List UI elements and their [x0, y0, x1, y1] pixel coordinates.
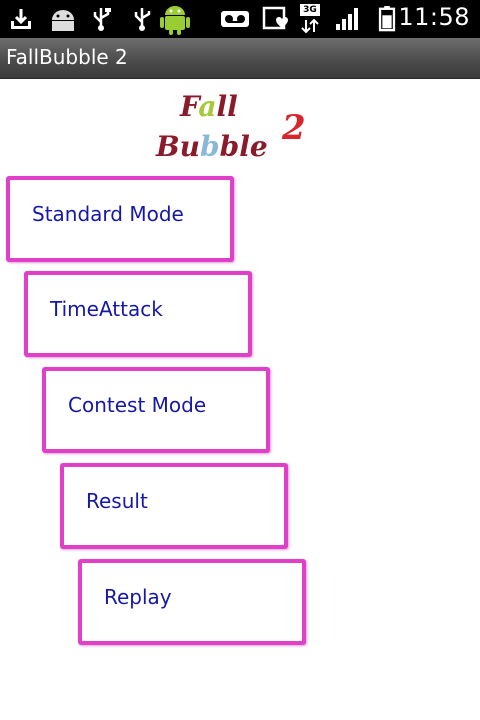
time-attack-button[interactable]: TimeAttack	[24, 271, 252, 357]
replay-button[interactable]: Replay	[78, 559, 306, 645]
menu-button-label: Replay	[104, 585, 172, 609]
app-title: FallBubble 2	[6, 45, 128, 69]
standard-mode-button[interactable]: Standard Mode	[6, 176, 234, 262]
logo-letter: a	[198, 90, 217, 123]
logo-word-fall: Fall	[180, 90, 238, 123]
game-logo: Fall Bubble 2	[150, 90, 320, 170]
network-badge: 3G	[300, 4, 320, 16]
menu-button-label: Result	[86, 489, 148, 513]
app-title-bar: FallBubble 2	[0, 38, 480, 79]
battery-icon	[378, 6, 396, 32]
android-icon	[52, 10, 74, 31]
status-bar: 3G 11:58	[0, 0, 480, 38]
logo-letter: Bu	[156, 130, 201, 163]
signal-icon	[336, 8, 358, 30]
logo-letter: ll	[216, 90, 238, 123]
usb-icon	[93, 8, 111, 31]
voicemail-icon	[221, 11, 249, 27]
menu-button-label: Standard Mode	[32, 202, 184, 226]
usb-debug-icon	[134, 8, 151, 31]
clock: 11:58	[398, 3, 470, 31]
data-arrows-icon	[301, 18, 319, 34]
download-icon	[11, 9, 31, 29]
logo-letter: F	[180, 90, 199, 123]
android-mascot-icon	[160, 6, 190, 35]
logo-letter: b	[200, 130, 220, 163]
result-button[interactable]: Result	[60, 463, 288, 549]
logo-word-bubble: Bubble	[156, 130, 268, 163]
logo-number: 2	[282, 108, 306, 148]
calendar-icon	[262, 6, 288, 30]
menu-button-label: Contest Mode	[68, 393, 207, 417]
contest-mode-button[interactable]: Contest Mode	[42, 367, 270, 453]
menu-button-label: TimeAttack	[50, 297, 163, 321]
logo-letter: ble	[219, 130, 268, 163]
